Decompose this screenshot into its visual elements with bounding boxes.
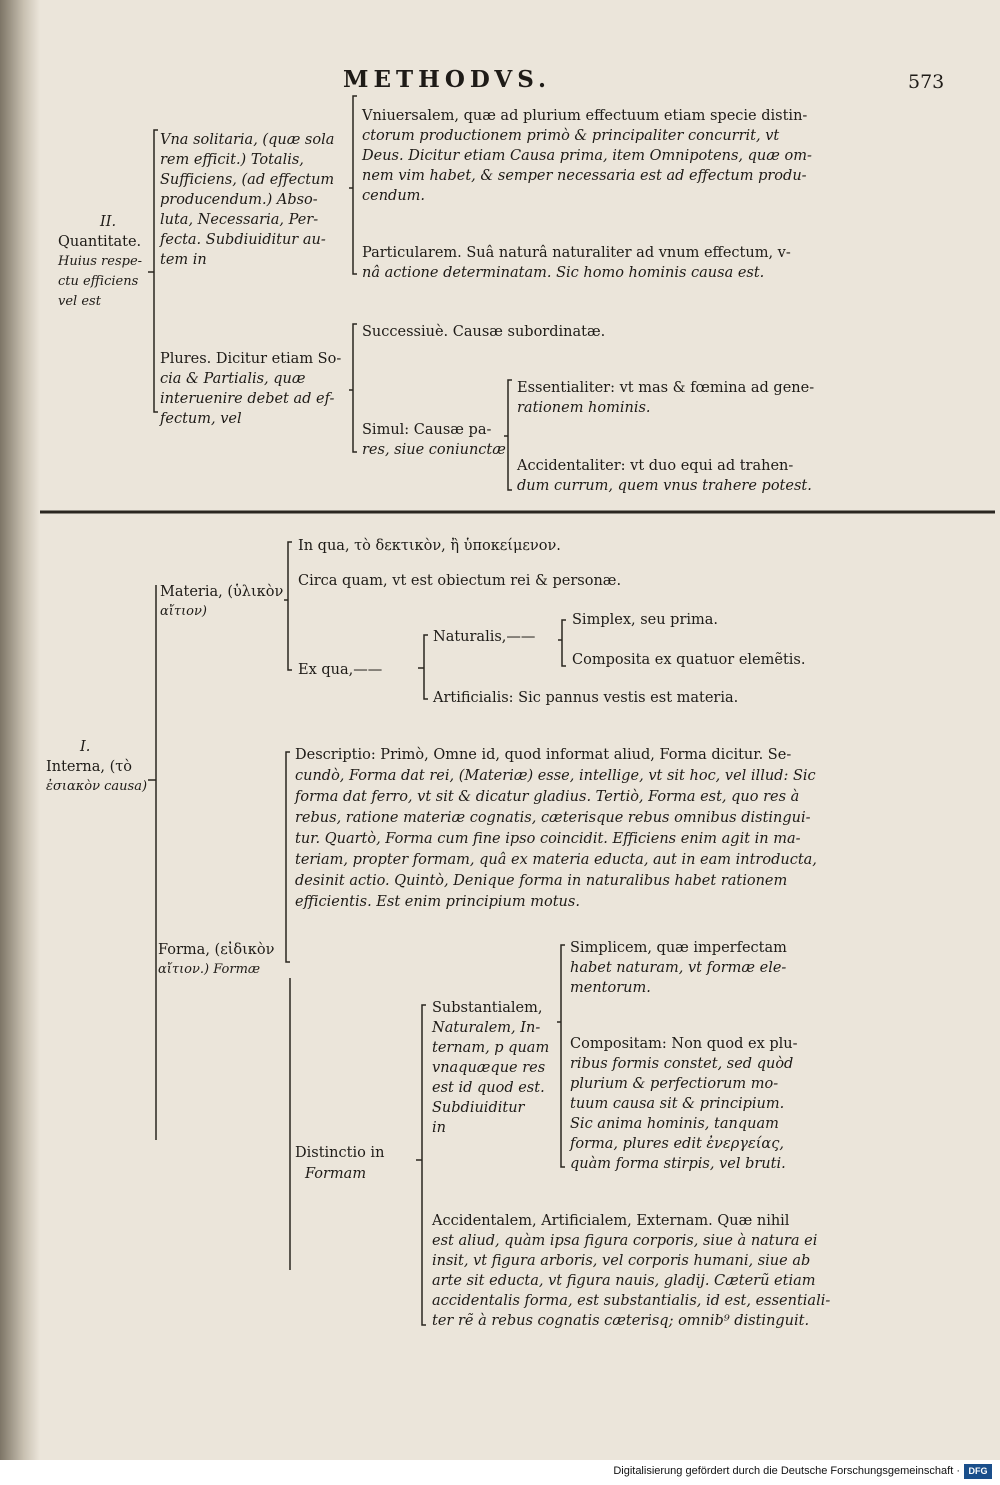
simplicem-3: mentorum. xyxy=(570,980,651,996)
descriptio-4: rebus, ratione materiæ cognatis, cæteris… xyxy=(295,810,811,826)
universalem-3: Deus. Dicitur etiam Causa prima, item Om… xyxy=(362,148,812,164)
plures-4: fectum, vel xyxy=(160,411,242,427)
descriptio-5: tur. Quartò, Forma cum fine ipso coincid… xyxy=(295,831,801,847)
substantialem-3: ternam, p quam xyxy=(432,1040,550,1056)
descriptio-2: cundò, Forma dat rei, (Materiæ) esse, in… xyxy=(295,768,816,784)
materia-2: αἴτιον) xyxy=(160,604,207,619)
forma-1: Forma, (εἰδικὸν xyxy=(158,942,275,958)
circa-quam: Circa quam, vt est obiectum rei & person… xyxy=(298,573,622,589)
particularem-1: Particularem. Suâ naturâ naturaliter ad … xyxy=(362,245,791,261)
in-qua: In qua, τὸ δεκτικὸν, ἢ ὑποκείμενον. xyxy=(298,538,561,554)
descriptio-1: Descriptio: Primò, Omne id, quod informa… xyxy=(295,747,792,763)
simplex: Simplex, seu prima. xyxy=(572,612,719,628)
substantialem-6: Subdiuiditur xyxy=(432,1100,525,1116)
section-i-label-1: Interna, (τὸ xyxy=(46,759,133,775)
accidentalem-5: accidentalis forma, est substantialis, i… xyxy=(432,1293,831,1309)
universalem-2: ctorum productionem primò & principalite… xyxy=(362,128,780,144)
accidentalem-1: Accidentalem, Artificialem, Externam. Qu… xyxy=(432,1213,790,1229)
section-ii-sub-1: Huius respe- xyxy=(58,254,143,269)
substantialem-5: est id quod est. xyxy=(432,1080,545,1096)
section-ii-sub-2: ctu efficiens xyxy=(58,274,139,289)
funding-notice: Digitalisierung gefördert durch die Deut… xyxy=(613,1465,960,1477)
ex-qua: Ex qua,—— xyxy=(298,662,383,678)
accidentalem-4: arte sit educta, vt figura nauis, gladij… xyxy=(432,1273,816,1289)
descriptio-7: desinit actio. Quintò, Denique forma in … xyxy=(295,873,788,889)
naturalis: Naturalis,—— xyxy=(433,629,536,645)
accidentaliter-1: Accidentaliter: vt duo equi ad trahen- xyxy=(517,458,794,474)
una-solitaria-5: luta, Necessaria, Per- xyxy=(160,212,319,228)
universalem-1: Vniuersalem, quæ ad plurium effectuum et… xyxy=(362,108,808,124)
accidentalem-3: insit, vt figura arboris, vel corporis h… xyxy=(432,1253,811,1269)
section-i-label-2: ἐσιακὸν causa) xyxy=(46,779,148,794)
compositam-5: Sic anima hominis, tanquam xyxy=(570,1116,779,1132)
artificialis: Artificialis: Sic pannus vestis est mate… xyxy=(433,690,739,706)
forma-2: αἴτιον.) Formæ xyxy=(158,962,261,977)
distinctio-1: Distinctio in xyxy=(295,1145,385,1161)
section-ii-sub-3: vel est xyxy=(58,294,101,309)
substantialem-1: Substantialem, xyxy=(432,1000,543,1016)
substantialem-4: vnaquæque res xyxy=(432,1060,546,1076)
accidentalem-6: ter rẽ à rebus cognatis cæterisq; omnib⁹… xyxy=(432,1313,810,1329)
plures-3: interuenire debet ad ef- xyxy=(160,391,335,407)
plures-2: cia & Partialis, quæ xyxy=(160,371,306,387)
page-number: 573 xyxy=(908,71,945,93)
una-solitaria-1: Vna solitaria, (quæ sola xyxy=(160,132,335,148)
essentialiter-2: rationem hominis. xyxy=(517,400,651,416)
compositam-4: tuum causa sit & principium. xyxy=(570,1096,785,1112)
particularem-2: nâ actione determinatam. Sic homo homini… xyxy=(362,265,765,281)
simul-1: Simul: Causæ pa- xyxy=(362,422,492,438)
successiue: Successiuè. Causæ subordinatæ. xyxy=(362,324,606,340)
materia-1: Materia, (ὑλικὸν xyxy=(160,584,284,600)
compositam-3: plurium & perfectiorum mo- xyxy=(570,1076,779,1092)
compositam-6: forma, plures edit ἐνεργείας, xyxy=(570,1136,784,1152)
accidentalem-2: est aliud, quàm ipsa figura corporis, si… xyxy=(432,1233,818,1249)
descriptio-8: efficientis. Est enim principium motus. xyxy=(295,894,580,910)
accidentaliter-2: dum currum, quem vnus trahere potest. xyxy=(517,478,812,494)
substantialem-2: Naturalem, In- xyxy=(432,1020,541,1036)
descriptio-6: teriam, propter formam, quâ ex materia e… xyxy=(295,852,817,868)
compositam-2: ribus formis constet, sed quòd xyxy=(570,1056,794,1072)
simul-2: res, siue coniunctæ xyxy=(362,442,506,458)
universalem-4: nem vim habet, & semper necessaria est a… xyxy=(362,168,807,184)
universalem-5: cendum. xyxy=(362,188,426,204)
distinctio-2: Formam xyxy=(305,1166,367,1182)
section-ii-numeral: II. xyxy=(100,214,117,230)
running-head: METHODVS. xyxy=(343,66,552,93)
descriptio-3: forma dat ferro, vt sit & dicatur gladiu… xyxy=(295,789,800,805)
composita: Composita ex quatuor elemẽtis. xyxy=(572,652,806,668)
una-solitaria-3: Sufficiens, (ad effectum xyxy=(160,172,335,188)
una-solitaria-6: fecta. Subdiuiditur au- xyxy=(160,232,326,248)
substantialem-7: in xyxy=(432,1120,446,1136)
compositam-7: quàm forma stirpis, vel bruti. xyxy=(570,1156,786,1172)
section-ii-label: Quantitate. xyxy=(58,234,142,250)
simplicem-2: habet naturam, vt formæ ele- xyxy=(570,960,787,976)
una-solitaria-7: tem in xyxy=(160,252,207,268)
una-solitaria-4: producendum.) Abso- xyxy=(160,192,318,208)
essentialiter-1: Essentialiter: vt mas & fœmina ad gene- xyxy=(517,380,815,396)
section-i-numeral: I. xyxy=(80,739,91,755)
simplicem-1: Simplicem, quæ imperfectam xyxy=(570,940,787,956)
una-solitaria-2: rem efficit.) Totalis, xyxy=(160,152,304,168)
plures-1: Plures. Dicitur etiam So- xyxy=(160,351,342,367)
footer-bar: Digitalisierung gefördert durch die Deut… xyxy=(0,1460,1000,1485)
compositam-1: Compositam: Non quod ex plu- xyxy=(570,1036,798,1052)
dfg-logo-icon: DFG xyxy=(964,1464,992,1479)
